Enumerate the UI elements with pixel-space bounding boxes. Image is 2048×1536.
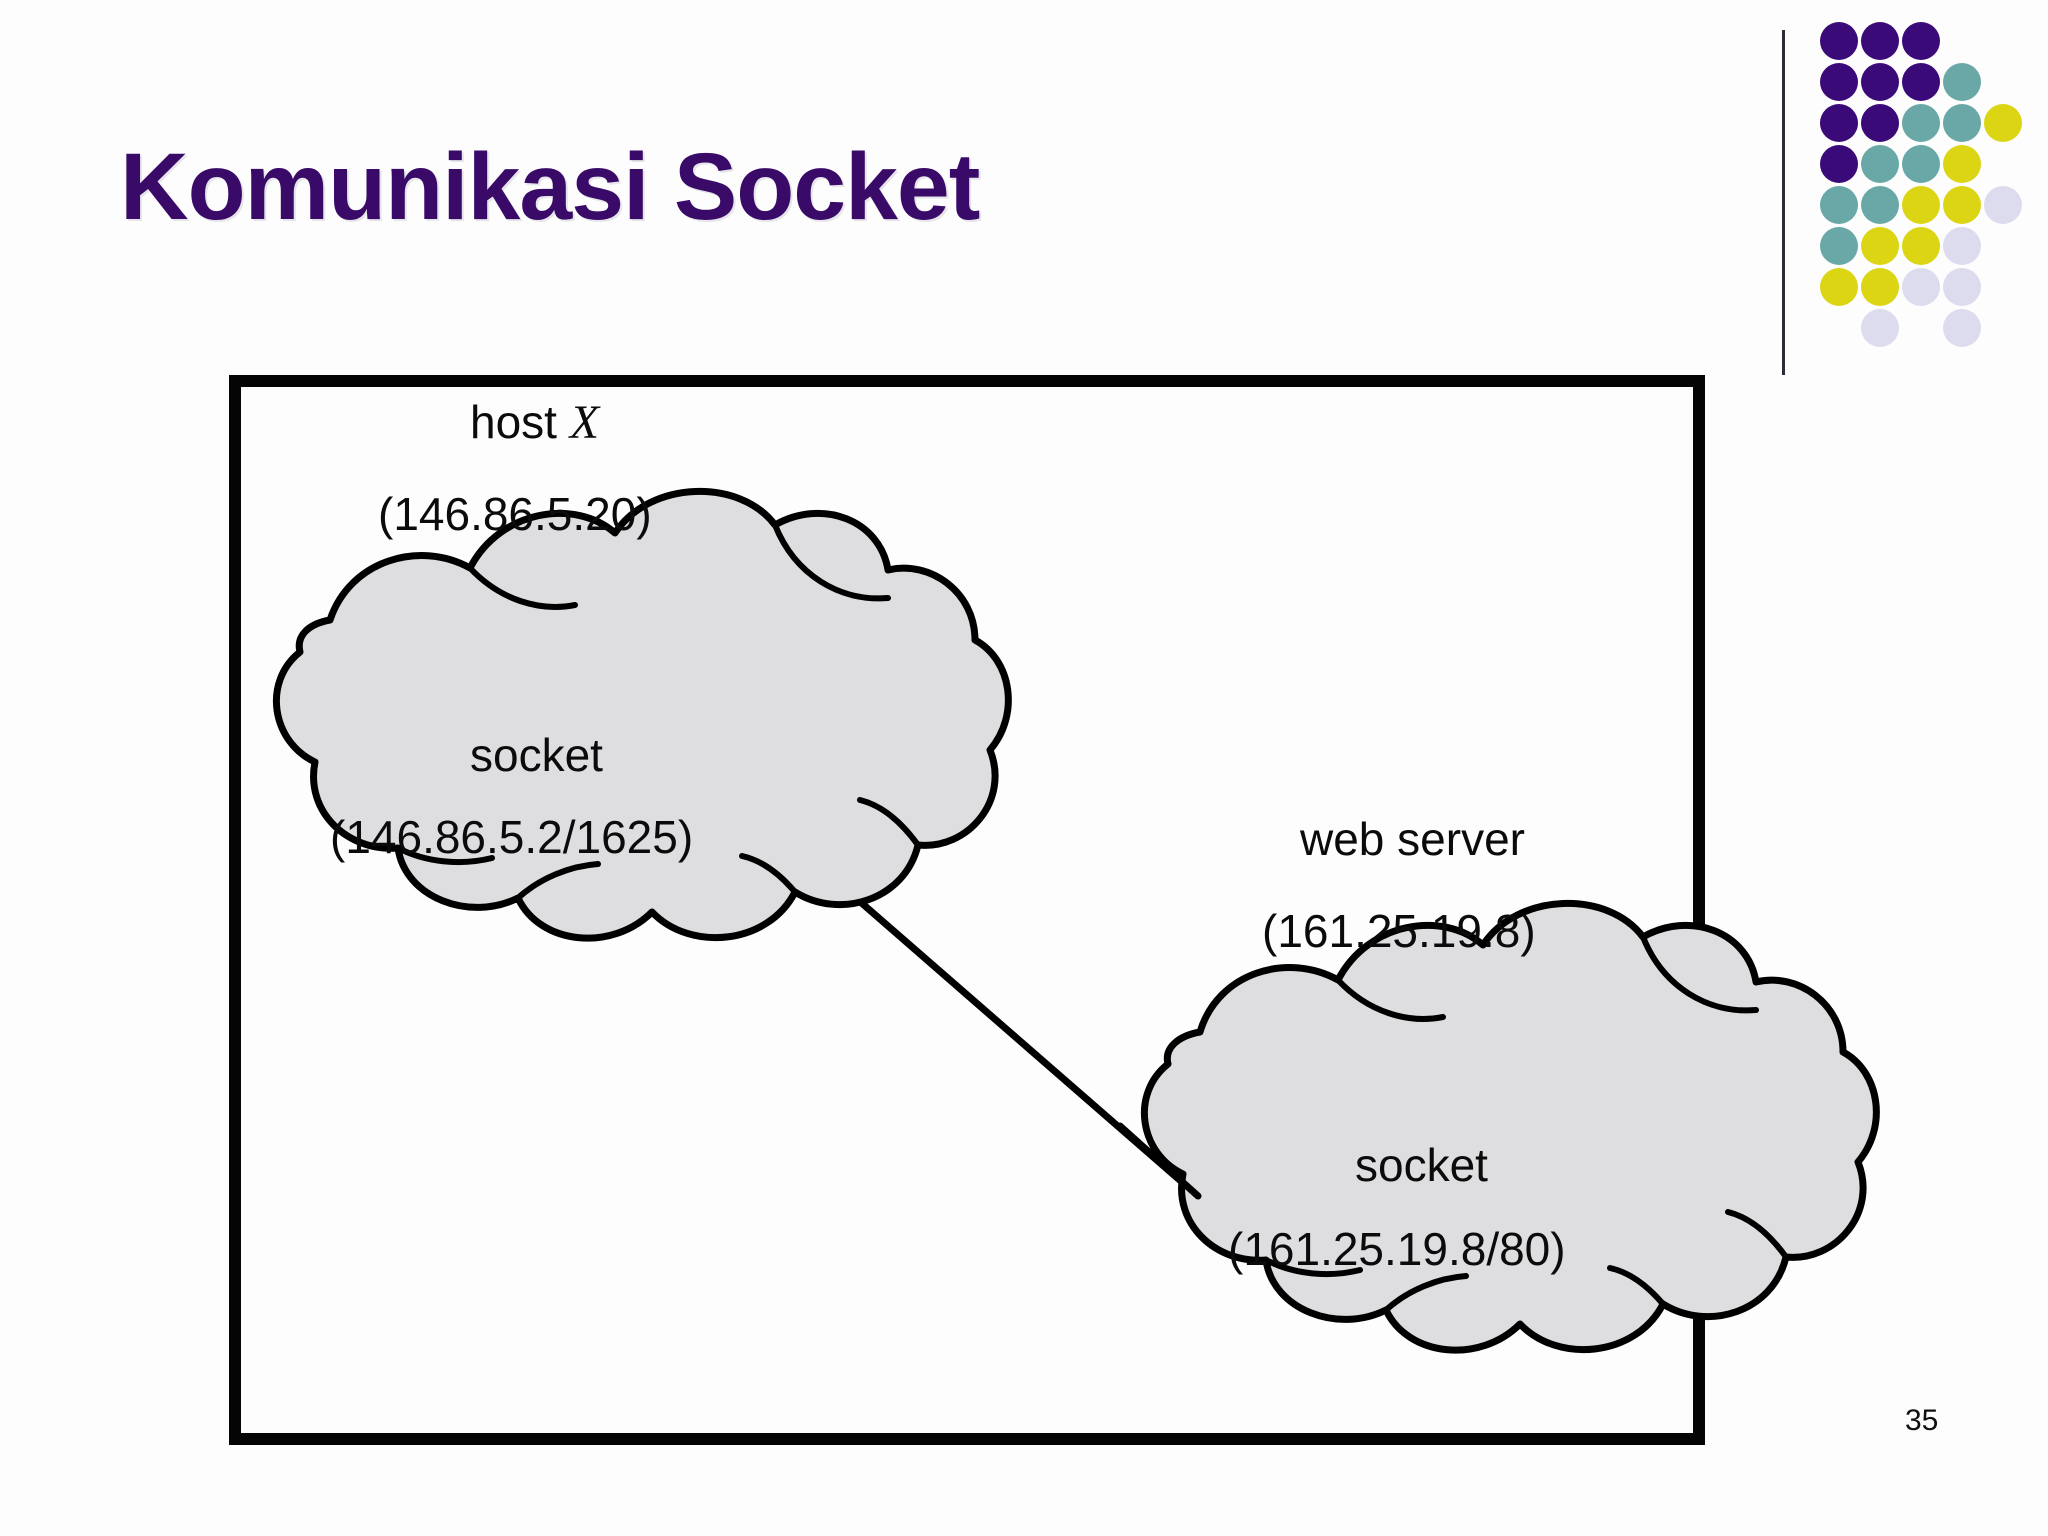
logo-dot-yellow xyxy=(1984,104,2022,142)
logo-dot-teal xyxy=(1902,104,1940,142)
logo-dot-yellow xyxy=(1902,186,1940,224)
left-socket-title: socket xyxy=(470,729,603,781)
logo-dot-yellow xyxy=(1820,268,1858,306)
logo-dot-yellow xyxy=(1902,227,1940,265)
logo-dot-purple xyxy=(1820,145,1858,183)
logo-dot-purple xyxy=(1861,63,1899,101)
logo-dot-lavender xyxy=(1984,186,2022,224)
logo-dot-purple xyxy=(1820,22,1858,60)
logo-dot-lavender xyxy=(1943,309,1981,347)
logo-dot-lavender xyxy=(1943,227,1981,265)
logo-dot-lavender xyxy=(1861,309,1899,347)
logo-dot-purple xyxy=(1820,104,1858,142)
logo-dot-purple xyxy=(1902,22,1940,60)
logo-dot-teal xyxy=(1943,104,1981,142)
logo-dot-yellow xyxy=(1861,268,1899,306)
logo-dot-purple xyxy=(1820,63,1858,101)
right-socket-title: socket xyxy=(1355,1139,1488,1191)
logo-dot-teal xyxy=(1902,145,1940,183)
host-name-italic: X xyxy=(569,396,600,449)
page-title: Komunikasi Socket xyxy=(120,134,980,240)
logo-dot-teal xyxy=(1943,63,1981,101)
logo-dot-teal xyxy=(1820,186,1858,224)
page-number: 35 xyxy=(1905,1404,1939,1437)
dot-grid-logo xyxy=(1820,22,2040,352)
host-label: host X xyxy=(470,396,600,449)
logo-dot-purple xyxy=(1861,22,1899,60)
left-socket-address: (146.86.5.2/1625) xyxy=(330,811,694,863)
logo-dot-lavender xyxy=(1943,268,1981,306)
logo-dot-yellow xyxy=(1861,227,1899,265)
logo-dot-purple xyxy=(1861,104,1899,142)
web-server-label: web server xyxy=(1300,813,1525,865)
logo-divider-line xyxy=(1782,30,1785,375)
web-server-ip-label: (161.25.19.8) xyxy=(1262,905,1536,957)
right-socket-address: (161.25.19.8/80) xyxy=(1228,1223,1566,1275)
logo-dot-teal xyxy=(1820,227,1858,265)
logo-dot-lavender xyxy=(1902,268,1940,306)
logo-dot-yellow xyxy=(1943,186,1981,224)
logo-dot-teal xyxy=(1861,145,1899,183)
host-ip-label: (146.86.5.20) xyxy=(378,488,652,540)
logo-dot-yellow xyxy=(1943,145,1981,183)
logo-dot-purple xyxy=(1902,63,1940,101)
logo-dot-teal xyxy=(1861,186,1899,224)
